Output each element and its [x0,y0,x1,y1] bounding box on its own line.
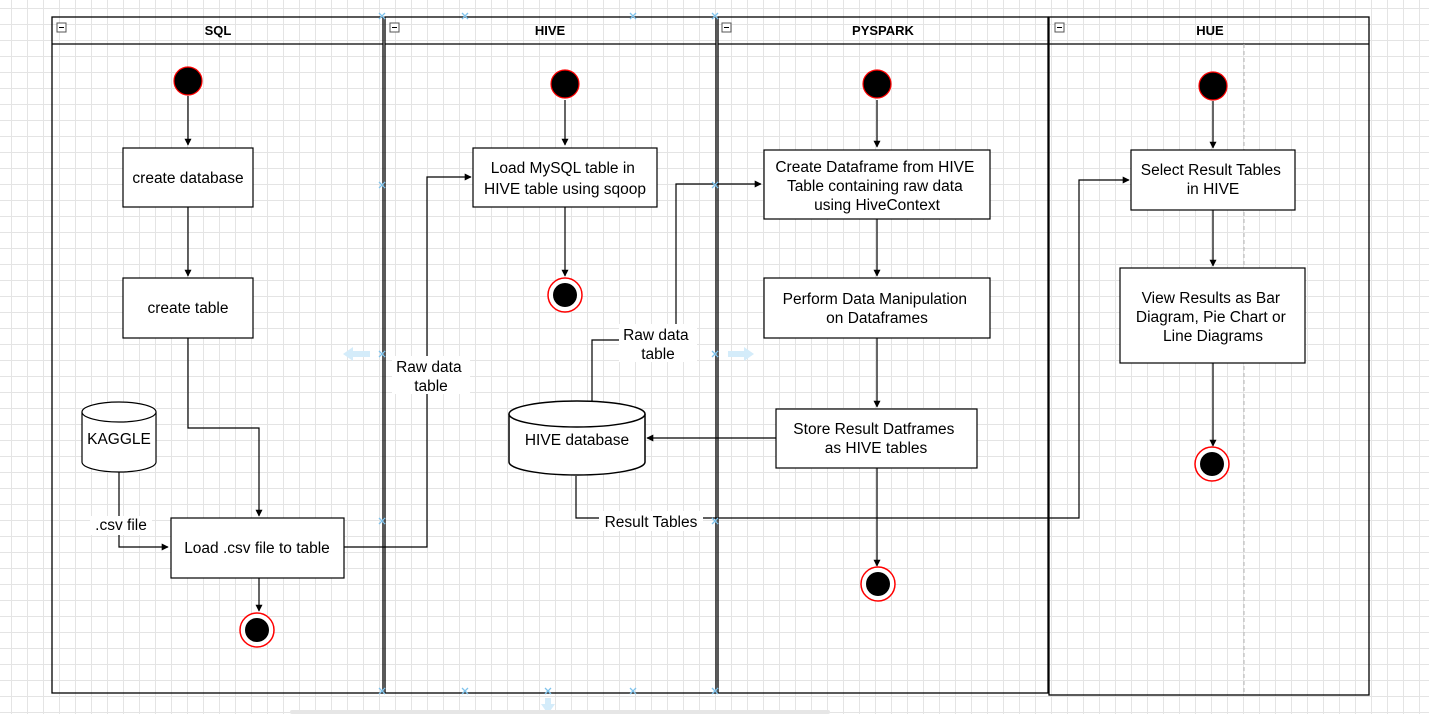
datastore-label: HIVE database [525,432,629,449]
lane-title-hive: HIVE [535,23,566,38]
action-label: Store Result Datframes as HIVE tables [793,421,958,457]
edge-label-raw-data-2: Raw data table [619,324,697,363]
action-label: Select Result Tables in HIVE [1141,162,1285,198]
action-label: Create Dataframe from HIVE Table contain… [775,159,978,214]
move-arrows[interactable] [343,347,754,714]
horizontal-scrollbar[interactable] [290,710,830,714]
arrow-down-icon[interactable] [541,698,555,714]
action-create-database[interactable]: create database [122,147,254,208]
edge-hive-db-to-create-dataframe[interactable] [591,180,762,402]
action-select-result[interactable]: Select Result Tables in HIVE [1130,149,1296,211]
svg-text:Raw data table: Raw data table [623,327,693,363]
initial-node-pyspark[interactable] [862,69,892,99]
final-node-hive[interactable] [547,277,583,313]
action-create-table[interactable]: create table [122,277,254,339]
collapse-icon[interactable] [721,22,732,33]
action-store-result[interactable]: Store Result Datframes as HIVE tables [775,408,978,469]
action-load-mysql[interactable]: Load MySQL table in HIVE table using sqo… [472,147,658,208]
edge-label-raw-data-1: Raw data table [392,356,470,395]
action-label: create database [132,170,243,187]
action-label: View Results as Bar Diagram, Pie Chart o… [1136,290,1290,345]
action-load-csv[interactable]: Load .csv file to table [170,517,345,579]
action-label: Perform Data Manipulation on Dataframes [783,291,972,327]
edge-hive-db-to-select-result[interactable] [575,176,1130,519]
action-label: Load MySQL table in HIVE table using sqo… [484,160,646,198]
arrow-right-icon[interactable] [728,347,754,361]
action-label: create table [148,300,229,317]
action-perform-manipulation[interactable]: Perform Data Manipulation on Dataframes [763,277,991,339]
lane-title-pyspark: PYSPARK [852,23,914,38]
arrow-left-icon[interactable] [343,347,370,361]
edge-create-table-to-load-csv[interactable] [187,338,263,517]
lane-pyspark[interactable]: PYSPARK [717,16,1049,694]
initial-node-sql[interactable] [173,66,203,96]
final-node-pyspark[interactable] [860,566,896,602]
datastore-hive-database[interactable]: HIVE database [508,400,646,476]
initial-node-hive[interactable] [550,69,580,99]
lane-title-sql: SQL [205,23,232,38]
svg-text:Result Tables: Result Tables [605,514,698,531]
lane-title-hue: HUE [1196,23,1224,38]
svg-text:.csv file: .csv file [95,517,147,534]
final-node-sql[interactable] [239,612,275,648]
datastore-kaggle[interactable]: KAGGLE [81,401,157,473]
edge-label-csv-file: .csv file [90,516,152,535]
collapse-icon[interactable] [1054,22,1065,33]
action-create-dataframe[interactable]: Create Dataframe from HIVE Table contain… [763,149,991,220]
lane-sql[interactable]: SQL [51,16,384,694]
svg-text:Raw data table: Raw data table [396,359,466,395]
final-node-hue[interactable] [1194,446,1230,482]
datastore-label: KAGGLE [87,431,151,448]
action-label: Load .csv file to table [184,540,330,557]
edge-label-result-tables: Result Tables [599,511,703,531]
lane-hue[interactable]: HUE [1048,16,1370,696]
selection-handles [378,12,719,695]
collapse-icon[interactable] [56,22,67,33]
collapse-icon[interactable] [389,22,400,33]
initial-node-hue[interactable] [1198,71,1228,101]
action-view-results[interactable]: View Results as Bar Diagram, Pie Chart o… [1119,267,1306,364]
edge-kaggle-to-load-csv[interactable] [118,472,169,551]
